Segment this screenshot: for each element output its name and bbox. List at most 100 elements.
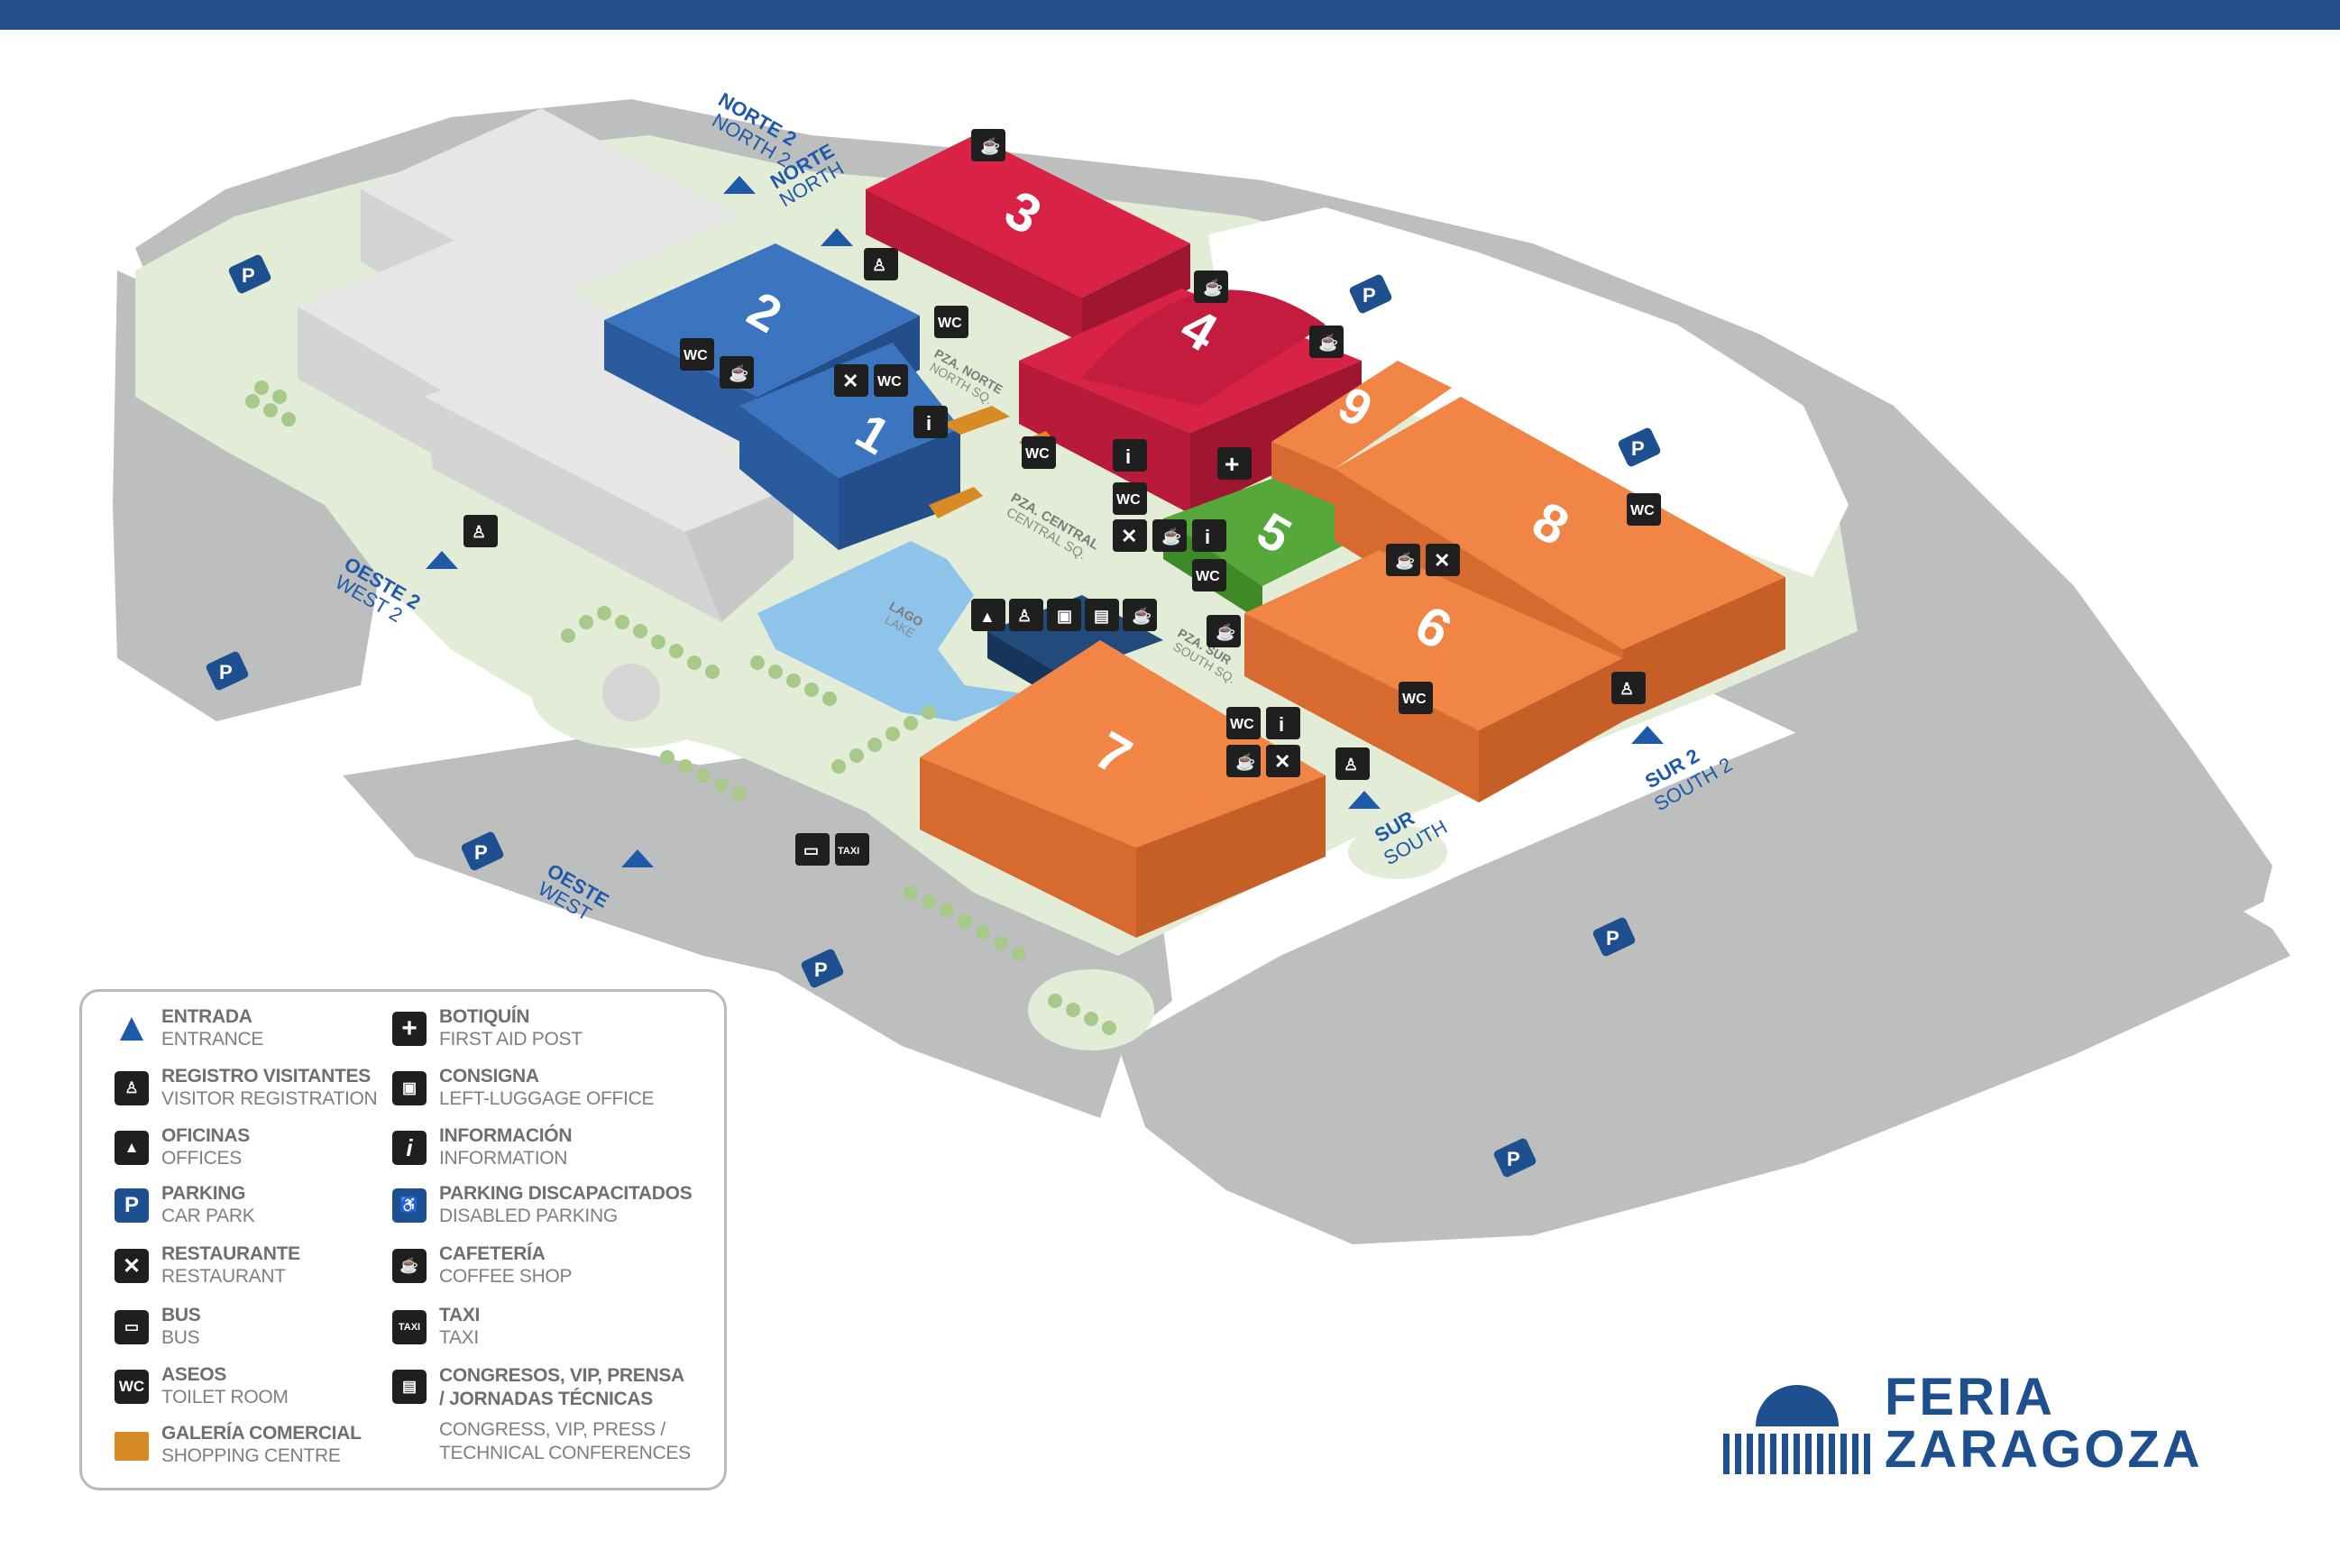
toilet-icon: WC	[934, 306, 968, 338]
coffee-shop-icon: ☕	[1123, 599, 1157, 631]
svg-text:WC: WC	[1025, 446, 1050, 462]
legend-panel: ENTRADA ENTRANCE ♙ REGISTRO VISITANTES V…	[79, 989, 727, 1490]
legend-shopping-centre-en: SHOPPING CENTRE	[161, 1445, 341, 1466]
parking-icon: P	[1493, 1138, 1537, 1178]
svg-text:♙: ♙	[1620, 680, 1634, 698]
coffee-shop-icon: ☕	[720, 356, 754, 389]
hall-3-top	[866, 135, 1190, 298]
legend-restaurant-en: RESTAURANT	[161, 1266, 286, 1287]
svg-text:✕: ✕	[842, 370, 858, 392]
information-icon: i	[392, 1131, 427, 1165]
visitor-registration-icon: ♙	[115, 1071, 149, 1105]
svg-text:☕: ☕	[1203, 278, 1223, 297]
feria-zaragoza-logo: FERIA ZARAGOZA	[1718, 1371, 2277, 1479]
disabled-parking-icon: ♿	[392, 1188, 427, 1223]
legend-first-aid-en: FIRST AID POST	[439, 1029, 583, 1050]
legend-visitor-registration-es: REGISTRO VISITANTES	[161, 1066, 371, 1087]
legend-entrance-en: ENTRANCE	[161, 1029, 264, 1050]
svg-text:P: P	[814, 958, 828, 981]
toilet-icon: WC	[1022, 436, 1056, 469]
svg-text:♙: ♙	[1344, 756, 1358, 774]
svg-text:☕: ☕	[980, 136, 1000, 155]
toilet-icon: WC	[1399, 682, 1433, 714]
visitor-registration-icon: ♙	[1335, 747, 1370, 780]
entrance-norte2-icon	[723, 176, 756, 194]
logo-text-feria: FERIA	[1885, 1368, 2055, 1426]
legend-information-en: INFORMATION	[439, 1148, 568, 1169]
legend-taxi-en: TAXI	[439, 1327, 479, 1348]
lake	[757, 541, 1028, 721]
restaurant-icon: ✕	[1266, 745, 1300, 777]
svg-text:☕: ☕	[729, 363, 748, 382]
coffee-shop-icon: ☕	[392, 1249, 427, 1283]
svg-text:▲: ▲	[979, 608, 996, 626]
coffee-shop-icon: ☕	[1309, 326, 1344, 358]
trees	[245, 381, 1116, 1035]
svg-text:✕: ✕	[1274, 750, 1290, 773]
hall-3-side	[1082, 243, 1190, 343]
svg-text:☕: ☕	[1216, 622, 1235, 641]
svg-text:♙: ♙	[472, 523, 486, 541]
coffee-shop-icon: ☕	[971, 129, 1005, 161]
svg-text:♙: ♙	[1017, 607, 1032, 625]
conferences-icon: ▤	[1085, 599, 1119, 631]
hall-3-front	[866, 189, 1082, 343]
pavilion-c-top	[424, 352, 794, 532]
visitor-registration-icon: ♙	[463, 515, 498, 547]
legend-bus-en: BUS	[161, 1327, 200, 1348]
svg-text:WC: WC	[877, 374, 902, 390]
svg-text:+: +	[1225, 450, 1239, 478]
hall-1-front	[739, 406, 839, 550]
svg-text:✕: ✕	[1434, 549, 1450, 572]
hall-7-front	[920, 757, 1136, 938]
toilet-icon: WC	[1226, 707, 1261, 739]
header-bar	[0, 0, 2340, 30]
legend-conferences-en: CONGRESS, VIP, PRESS / TECHNICAL CONFERE…	[439, 1419, 691, 1463]
restaurant-icon: ✕	[115, 1249, 149, 1283]
legend-information-es: INFORMACIÓN	[439, 1125, 573, 1146]
hall-2-front	[604, 320, 757, 451]
coffee-shop-icon: ☕	[1226, 745, 1261, 777]
shopping-gallery-central	[929, 487, 983, 518]
hall-9-front	[1271, 442, 1335, 505]
coffee-shop-icon: ☕	[1207, 615, 1241, 647]
information-icon: i	[1192, 519, 1226, 552]
svg-text:WC: WC	[1196, 569, 1220, 584]
shopping-gallery-north	[942, 406, 1010, 435]
toilet-icon: WC	[874, 364, 908, 397]
hall-9-top	[1271, 361, 1452, 469]
legend-shopping-centre-es: GALERÍA COMERCIAL	[161, 1423, 362, 1444]
conferences-icon: ▤	[392, 1370, 427, 1404]
legend-toilet-en: TOILET ROOM	[161, 1387, 289, 1408]
legend-left-luggage-en: LEFT-LUGGAGE OFFICE	[439, 1088, 655, 1109]
pavilion-c-side	[424, 397, 721, 622]
legend-parking-es: PARKING	[161, 1183, 246, 1204]
sur-roundabout	[1348, 825, 1447, 879]
toilet-icon: WC	[680, 338, 714, 371]
svg-text:☕: ☕	[1161, 527, 1181, 546]
visitor-registration-icon: ♙	[1611, 672, 1646, 704]
svg-text:▤: ▤	[1094, 607, 1109, 625]
legend-parking-en: CAR PARK	[161, 1206, 255, 1226]
information-icon: i	[1113, 439, 1147, 472]
legend-offices-es: OFICINAS	[161, 1125, 250, 1146]
toilet-icon: WC	[1627, 493, 1661, 526]
halls	[604, 135, 1785, 938]
svg-text:WC: WC	[1402, 692, 1427, 707]
svg-text:i: i	[1279, 713, 1284, 736]
svg-text:WC: WC	[1630, 503, 1655, 518]
entrance-sur2-icon	[1631, 726, 1664, 744]
svg-text:☕: ☕	[1395, 551, 1415, 570]
svg-text:P: P	[242, 264, 255, 287]
pavilion-a-top	[361, 108, 739, 298]
east-strip-road	[1695, 649, 2254, 938]
hall-7-top	[920, 640, 1326, 848]
svg-text:i: i	[1205, 526, 1210, 548]
coffee-shop-icon: ☕	[1194, 271, 1228, 303]
svg-text:P: P	[1631, 437, 1645, 460]
hall-7-side	[1136, 775, 1326, 938]
central-fountain	[602, 664, 660, 721]
legend-entrance-es: ENTRADA	[161, 1006, 252, 1027]
logo-text-zaragoza: ZARAGOZA	[1885, 1420, 2203, 1479]
